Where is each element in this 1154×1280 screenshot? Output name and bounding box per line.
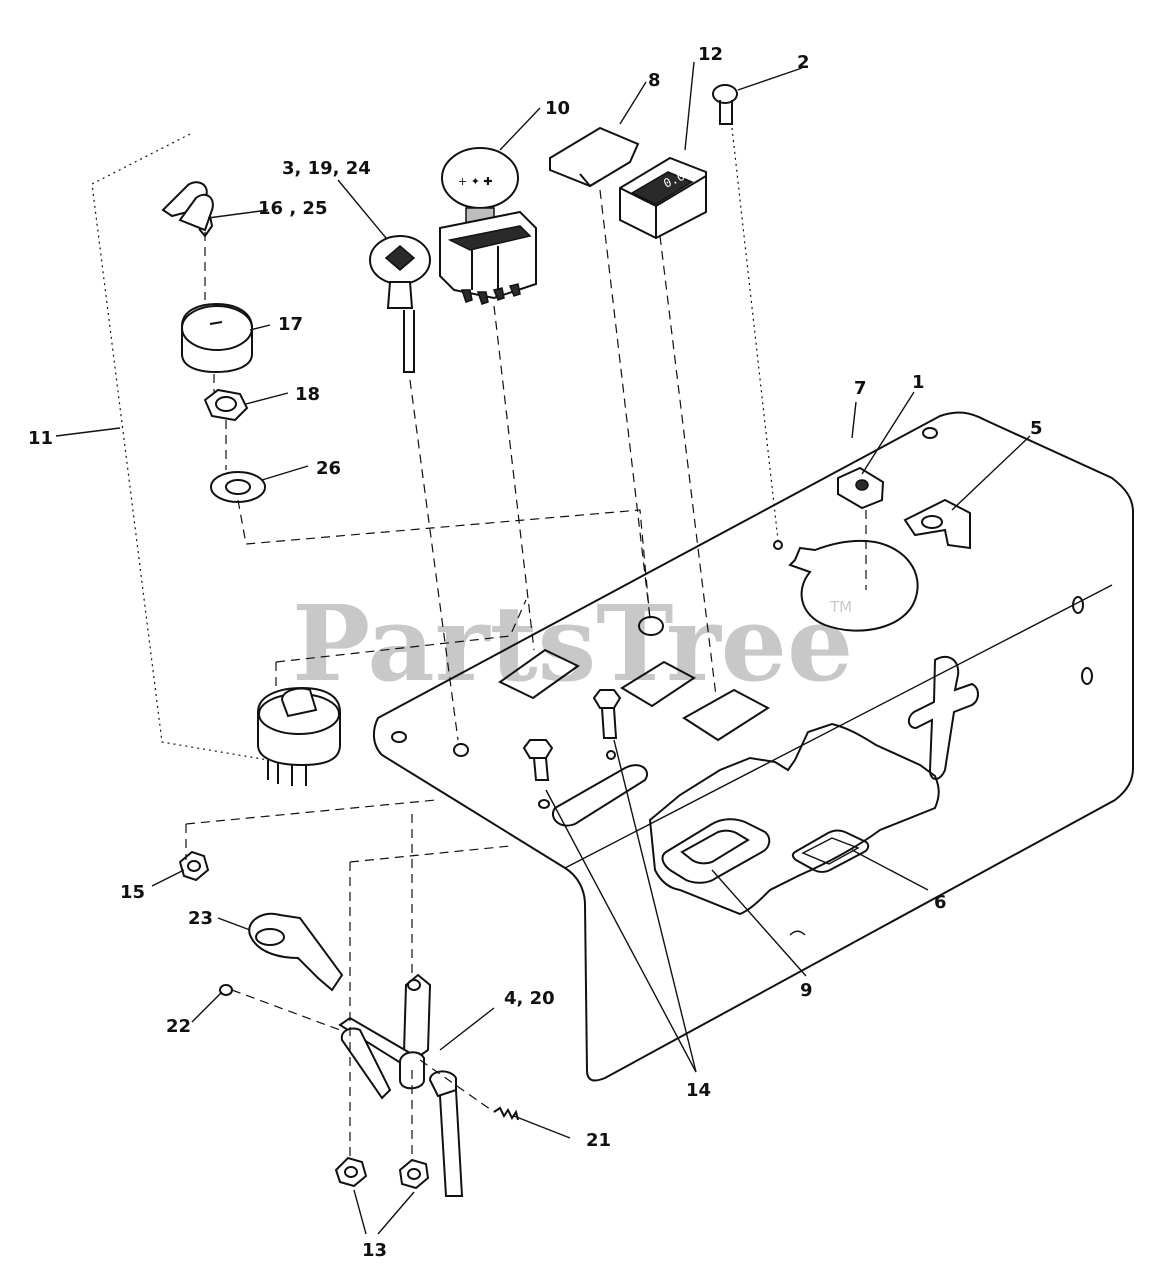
watermark-trademark: TM [829,598,852,616]
callout-5: 5 [1030,418,1043,439]
callout-26: 26 [316,458,341,479]
callout-22: 22 [166,1016,191,1037]
callouts: 2 12 8 10 3, 19, 24 16 , 25 17 18 26 11 … [28,44,1043,1261]
hex-nut [203,388,249,422]
watermark-text: PartsTree [292,582,853,705]
callout-14: 14 [686,1080,711,1101]
lock-washer [210,471,266,503]
light-switch [369,235,431,373]
callout-12: 12 [698,44,723,65]
callout-16-25: 16 , 25 [258,198,327,219]
hour-meter-bezel [549,126,640,188]
ignition-keys [161,181,214,238]
guide-lines [91,127,867,1160]
small-nut [219,984,233,996]
hour-meter: 0.0 [619,156,707,240]
clip-nut [837,466,885,510]
callout-7: 7 [854,378,867,399]
hex-nut [398,1158,430,1190]
lever [248,912,344,992]
callout-6: 6 [934,892,947,913]
bolt [522,739,554,781]
key-cap [181,302,253,374]
bolt [592,689,622,739]
hex-nut [334,1156,368,1188]
screw [712,84,738,125]
ignition-switch [257,686,341,786]
callout-15: 15 [120,882,145,903]
callout-17: 17 [278,314,303,335]
callout-10: 10 [545,98,570,119]
hex-nut [178,850,210,882]
pto-switch: + ✦ ✚ [439,147,537,305]
callout-11: 11 [28,428,53,449]
leader-lines [55,61,1031,1235]
bracket [903,498,971,550]
callout-2: 2 [797,52,810,73]
callout-3-19-24: 3, 19, 24 [282,158,371,179]
dash-panel [372,411,1134,1082]
callout-23: 23 [188,908,213,929]
callout-18: 18 [295,384,320,405]
callout-4-20: 4, 20 [504,988,555,1009]
callout-9: 9 [800,980,813,1001]
svg-text:+ ✦ ✚: + ✦ ✚ [458,175,493,188]
callout-8: 8 [648,70,661,91]
callout-21: 21 [586,1130,611,1151]
spring [493,1106,519,1121]
callout-1: 1 [912,372,925,393]
callout-13: 13 [362,1240,387,1261]
